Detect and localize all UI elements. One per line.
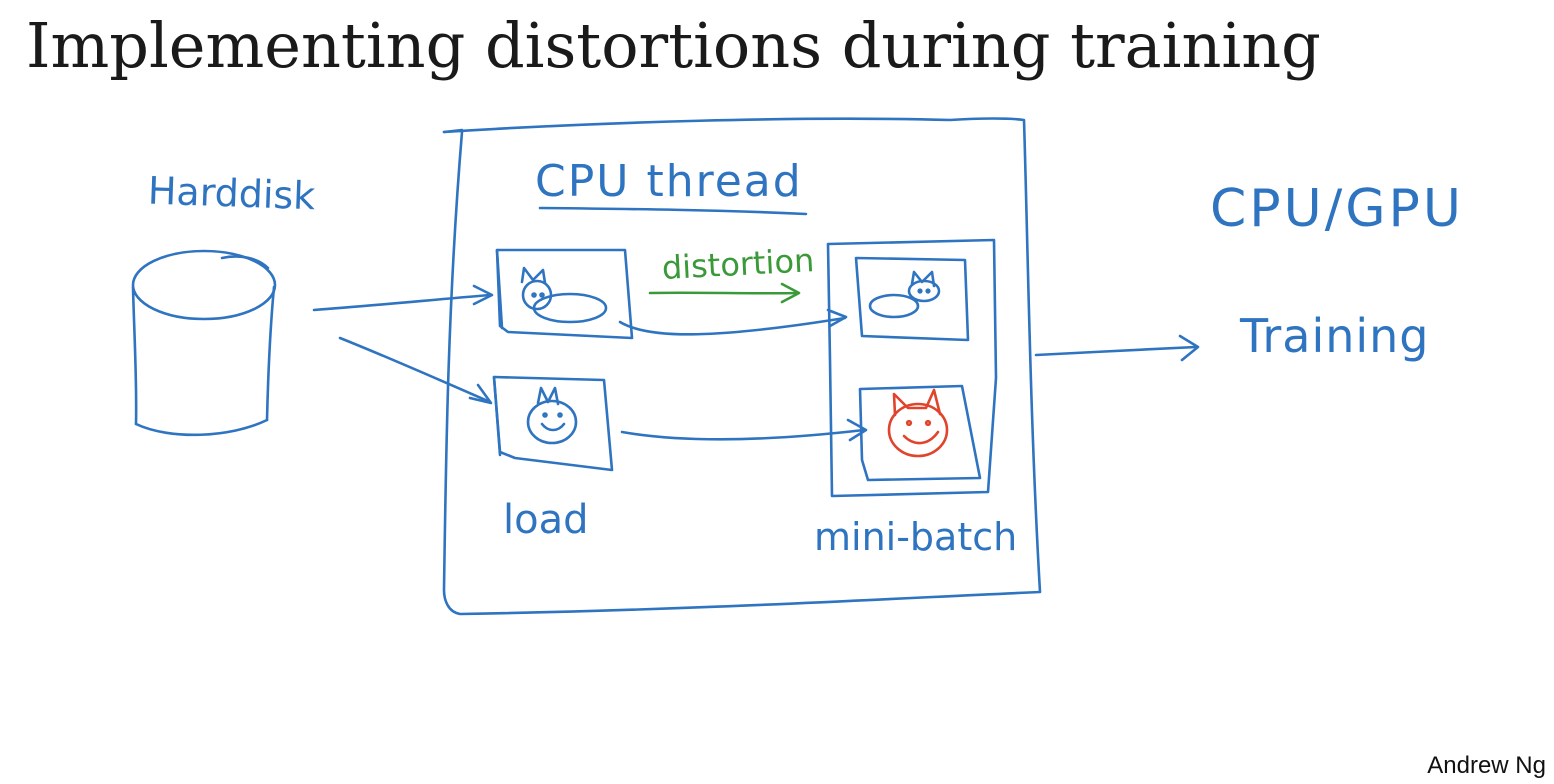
distortion-arrow	[648, 282, 801, 304]
cpu-gpu-label: CPU/GPU	[1210, 179, 1464, 239]
batch-to-training-arrow	[1034, 334, 1200, 362]
slide-title: Implementing distortions during training	[26, 9, 1321, 82]
disk-to-load-arrows	[312, 284, 494, 405]
cpu-thread-box	[442, 117, 1042, 616]
training-label: Training	[1239, 309, 1430, 363]
cpu-thread-underline	[538, 206, 808, 216]
load-to-batch-arrows	[618, 308, 868, 442]
load-image-cat-2	[492, 375, 614, 472]
load-label: load	[503, 497, 589, 543]
batch-image-red-cat	[858, 384, 982, 482]
batch-image-distorted-cat	[854, 256, 970, 342]
cpu-thread-label: CPU thread	[535, 156, 803, 207]
author-credit: Andrew Ng	[1427, 752, 1546, 779]
harddisk-label: Harddisk	[147, 168, 316, 218]
distortion-label: distortion	[661, 241, 815, 287]
disk-cylinder-icon	[131, 249, 277, 437]
mini-batch-box	[826, 238, 998, 498]
load-image-cat-1	[495, 248, 634, 340]
mini-batch-label: mini-batch	[814, 515, 1017, 559]
